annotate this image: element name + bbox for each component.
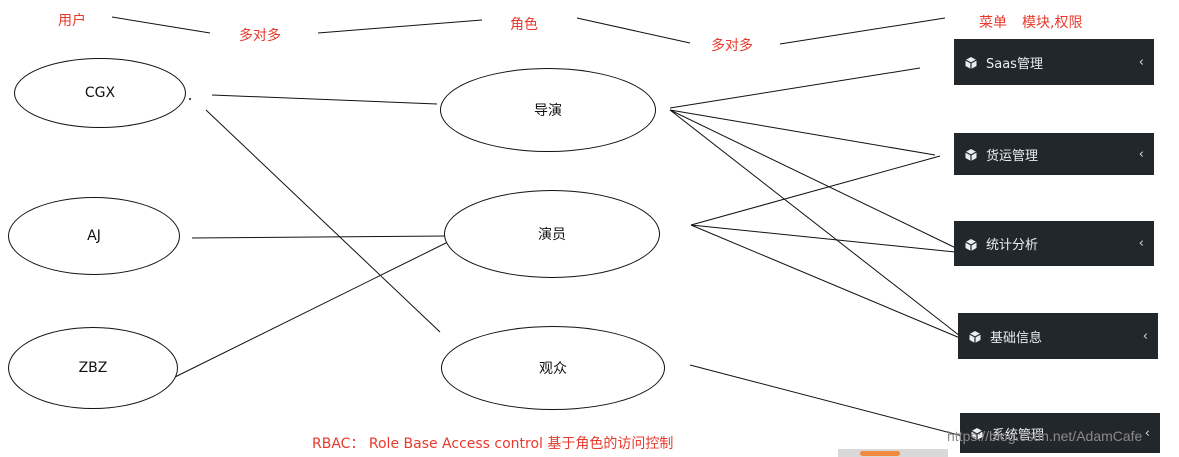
role-label: 导演: [534, 103, 562, 119]
stray-dot: [189, 98, 191, 100]
menu-item-saas[interactable]: Saas管理 ‹: [954, 39, 1154, 85]
chevron-left-icon: ‹: [1138, 54, 1144, 70]
line-actor-basic: [690, 224, 961, 339]
cube-icon: [964, 147, 978, 161]
menu-item-label: 基础信息: [990, 330, 1043, 346]
line-director-saas: [669, 67, 921, 109]
line-cgx-director: [211, 94, 438, 105]
connector-header-1-role: [317, 19, 483, 34]
line-director-freight: [669, 109, 936, 156]
line-cgx-audience: [205, 109, 441, 333]
line-aj-actor: [191, 235, 447, 239]
rbac-caption: RBAC： Role Base Access control 基于角色的访问控制: [312, 436, 674, 452]
bottom-strip-accent: [860, 451, 900, 456]
chevron-left-icon: ‹: [1138, 236, 1144, 251]
line-actor-stats: [690, 224, 956, 253]
user-label: ZBZ: [78, 360, 108, 376]
many-to-many-label: 多对多: [239, 28, 281, 44]
role-node-audience: 观众: [441, 326, 665, 410]
user-node-aj: AJ: [8, 197, 180, 275]
menu-header: 菜单: [979, 15, 1007, 31]
connector-header-2-menu: [779, 17, 946, 45]
chevron-left-icon: ‹: [1142, 328, 1148, 344]
cube-icon: [964, 55, 978, 69]
line-audience-system: [689, 364, 971, 439]
menu-item-stats[interactable]: 统计分析 ‹: [954, 221, 1154, 266]
menu-item-freight[interactable]: 货运管理 ‹: [954, 133, 1154, 175]
role-header: 角色: [510, 17, 538, 33]
menu-item-label: 货运管理: [986, 148, 1039, 164]
connector-users-header-1: [111, 16, 211, 34]
role-node-director: 导演: [440, 68, 656, 152]
cube-icon: [964, 237, 978, 251]
many-to-many-label: 多对多: [711, 38, 753, 54]
line-actor-freight: [690, 155, 941, 226]
role-label: 观众: [539, 361, 567, 377]
menu-item-label: 系统管理: [992, 427, 1045, 443]
line-director-stats: [669, 109, 961, 251]
menu-item-label: Saas管理: [986, 56, 1043, 72]
user-node-zbz: ZBZ: [8, 327, 178, 409]
watermark: https://blog.csdn.net/AdamCafe: [947, 428, 1143, 444]
role-node-actor: 演员: [444, 190, 660, 278]
user-node-cgx: CGX: [14, 58, 186, 128]
line-director-basic: [669, 109, 961, 337]
cube-icon: [968, 329, 982, 343]
role-label: 演员: [538, 227, 566, 243]
menu-item-system[interactable]: 系统管理 ‹: [960, 413, 1160, 453]
user-label: AJ: [87, 228, 101, 244]
menu-item-basic-info[interactable]: 基础信息 ‹: [958, 313, 1158, 359]
line-zbz-actor: [174, 239, 453, 378]
chevron-left-icon: ‹: [1138, 146, 1144, 162]
users-header: 用户: [58, 13, 86, 29]
chevron-left-icon: ‹: [1144, 425, 1150, 441]
menu-item-label: 统计分析: [986, 238, 1039, 253]
connector-role-header-2: [576, 17, 691, 44]
module-permission-header: 模块,权限: [1022, 15, 1083, 31]
user-label: CGX: [84, 85, 116, 101]
cube-icon: [970, 426, 984, 440]
